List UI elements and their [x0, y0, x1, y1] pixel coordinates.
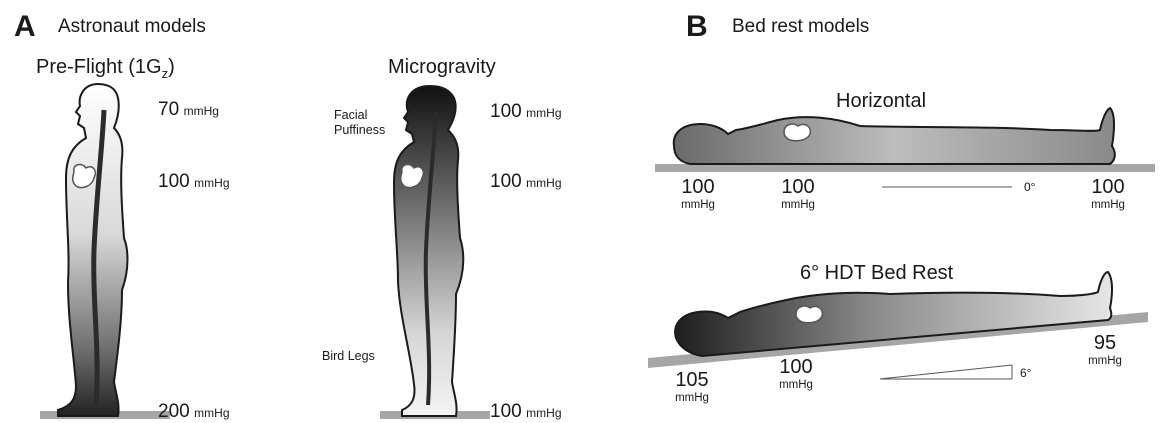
- hdt-title: 6° HDT Bed Rest: [800, 262, 953, 285]
- panel-b-letter: B: [686, 10, 708, 44]
- preflight-title: Pre-Flight (1Gz): [36, 56, 175, 81]
- microgravity-feet-pressure: 100 mmHg: [490, 401, 562, 423]
- panel-a-letter: A: [14, 10, 36, 44]
- horizontal-heart-icon: [784, 124, 810, 141]
- preflight-heart-pressure: 100 mmHg: [158, 171, 230, 193]
- horizontal-feet-pressure: 100 mmHg: [1073, 176, 1143, 211]
- preflight-figure: [40, 84, 170, 419]
- microgravity-title: Microgravity: [388, 56, 496, 79]
- hdt-angle-slope-line: [880, 365, 1012, 379]
- horizontal-title: Horizontal: [836, 90, 926, 113]
- hdt-angle-label: 6°: [1020, 366, 1031, 380]
- facial-puffiness-note: Facial Puffiness: [334, 108, 385, 138]
- preflight-head-pressure: 70 mmHg: [158, 99, 219, 121]
- microgravity-heart-pressure: 100 mmHg: [490, 171, 562, 193]
- hdt-heart-icon: [796, 306, 822, 323]
- hdt-head-pressure: 105 mmHg: [657, 369, 727, 404]
- hdt-feet-pressure: 95 mmHg: [1070, 332, 1140, 367]
- horizontal-angle-label: 0°: [1024, 180, 1035, 194]
- horizontal-head-pressure: 100 mmHg: [663, 176, 733, 211]
- panel-a-title: Astronaut models: [58, 16, 206, 38]
- microgravity-head-pressure: 100 mmHg: [490, 101, 562, 123]
- horizontal-body: [674, 108, 1115, 164]
- bird-legs-note: Bird Legs: [322, 349, 375, 364]
- horizontal-heart-pressure: 100 mmHg: [763, 176, 833, 211]
- hdt-heart-pressure: 100 mmHg: [761, 356, 831, 391]
- microgravity-figure: [380, 86, 490, 419]
- horizontal-bed: [655, 164, 1155, 172]
- panel-b-title: Bed rest models: [732, 16, 869, 38]
- preflight-feet-pressure: 200 mmHg: [158, 401, 230, 423]
